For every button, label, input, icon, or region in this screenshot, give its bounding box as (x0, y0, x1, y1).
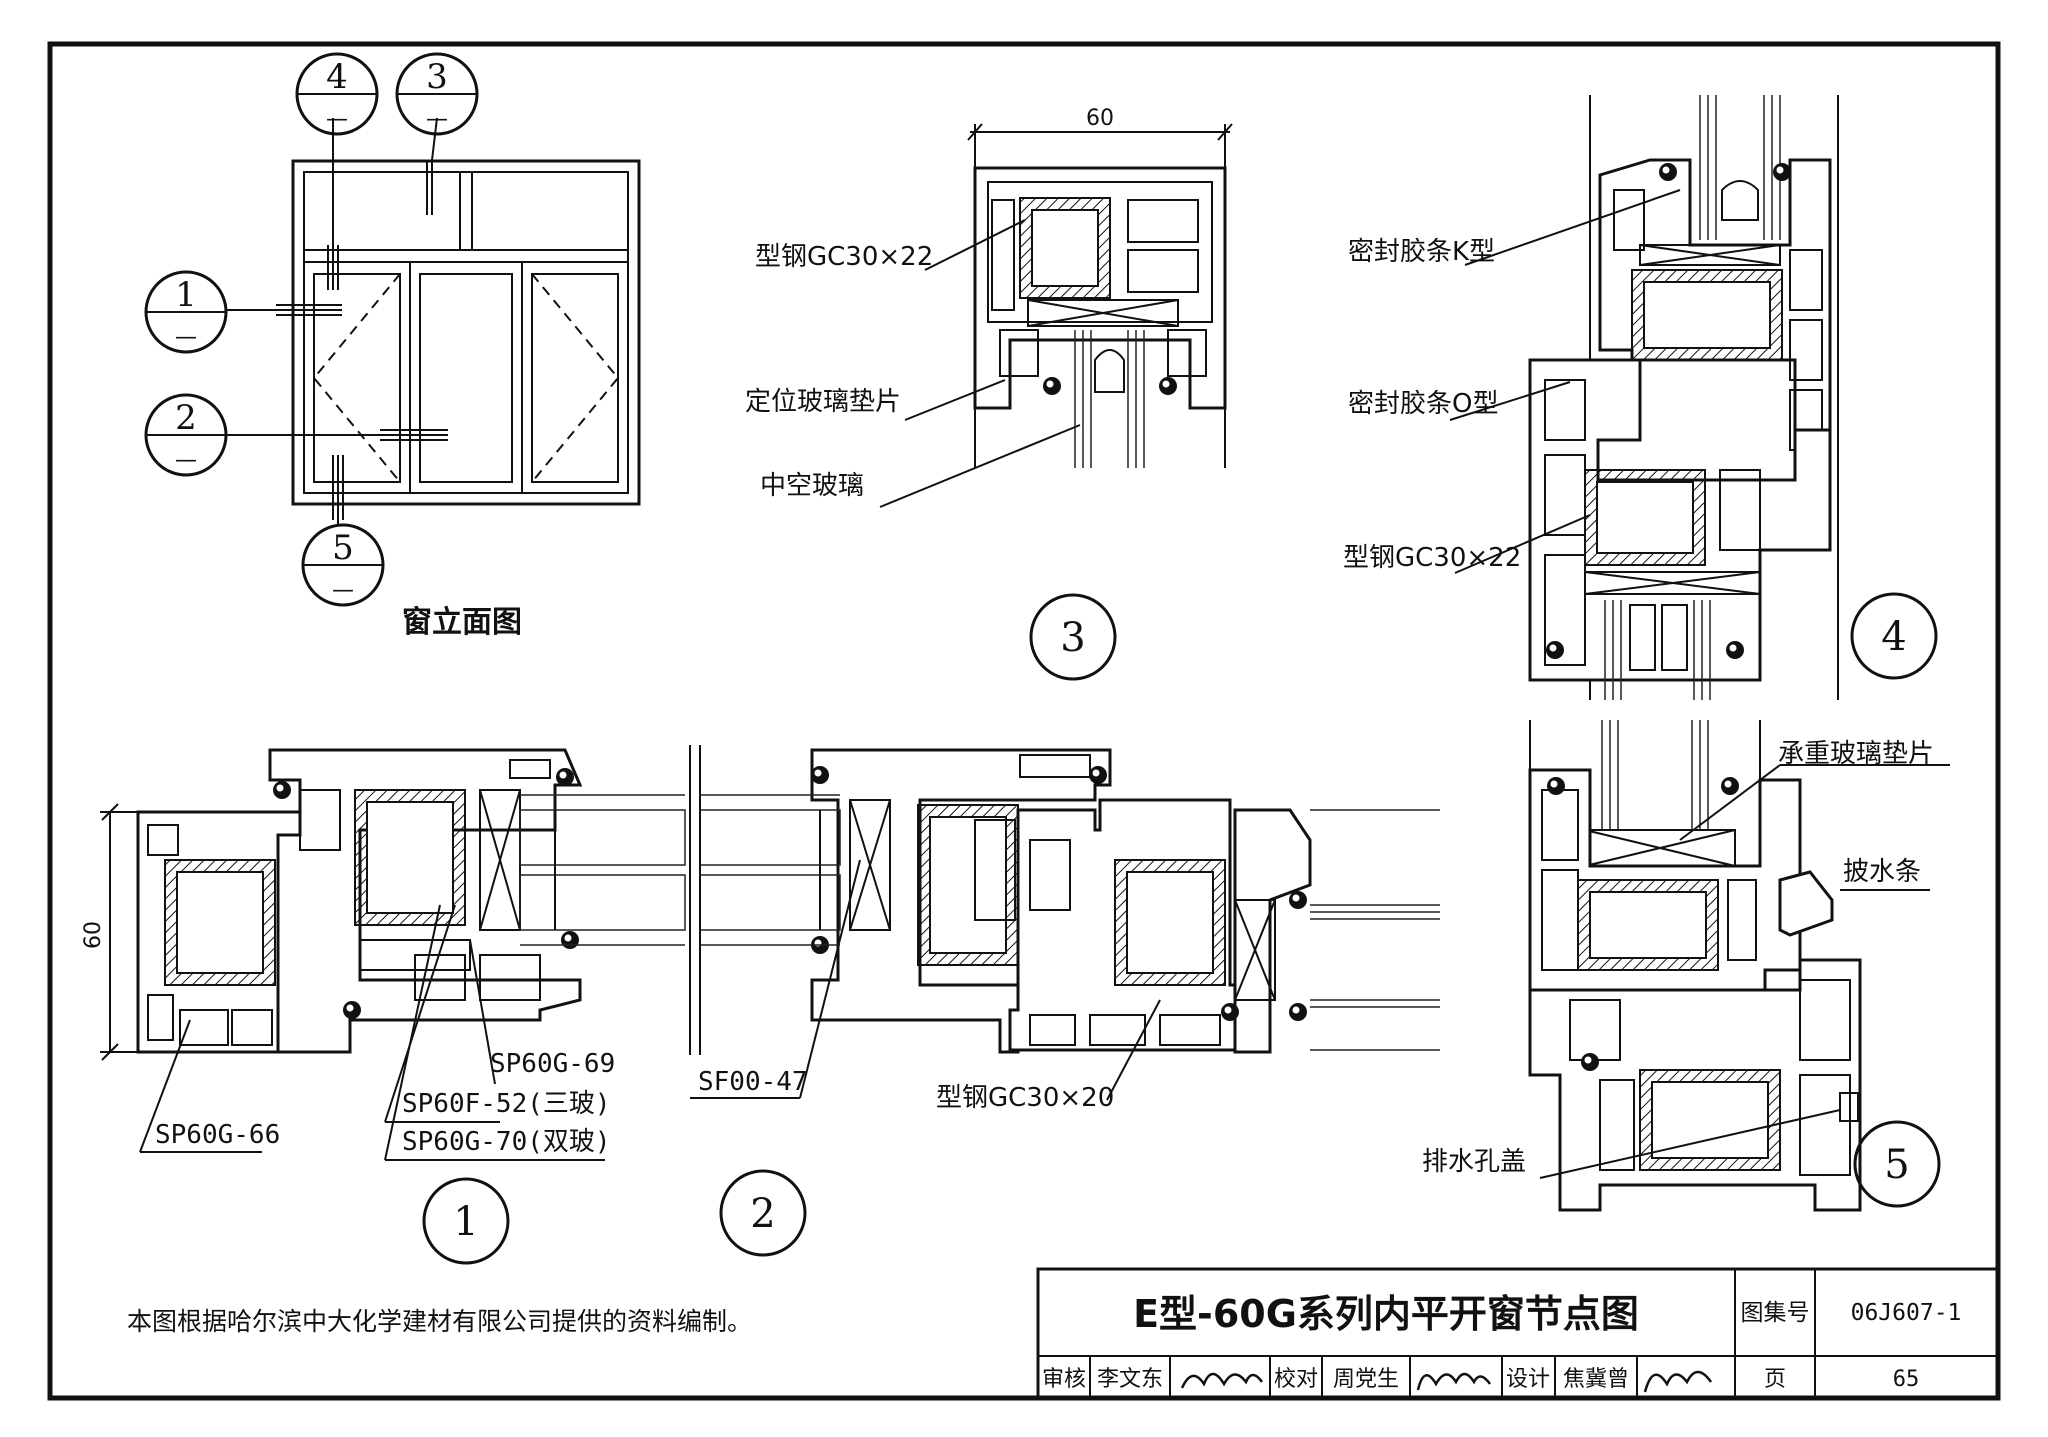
detail-1-2-section: 60 (81, 745, 1440, 1061)
source-note: 本图根据哈尔滨中大化学建材有限公司提供的资料编制。 (127, 1307, 752, 1336)
detail-4-section (1528, 95, 1839, 700)
detail-3-leaders (879, 219, 1081, 508)
callout-sub: — (426, 107, 448, 132)
label-sp60g-66: SP60G-66 (155, 1120, 280, 1150)
callout-4: 4 — (295, 52, 379, 136)
atlas-label: 图集号 (1741, 1300, 1810, 1326)
detail-number-text: 3 (1060, 615, 1085, 661)
label-insulating-glass: 中空玻璃 (760, 471, 864, 501)
detail-5-leaders (1539, 764, 1950, 1179)
detail-number-text: 4 (1881, 614, 1906, 660)
detail-number-text: 2 (750, 1191, 775, 1237)
dimension-60: 60 (1086, 106, 1114, 131)
detail-1-2-leaders (139, 859, 1161, 1161)
callout-number: 2 (175, 398, 197, 438)
label-sf00-47: SF00-47 (698, 1067, 808, 1097)
designer-name: 焦冀曾 (1563, 1367, 1629, 1392)
label-drain-cover: 排水孔盖 (1422, 1147, 1526, 1177)
callout-5: 5 — (301, 523, 385, 607)
label-steel-gc30x22-d3: 型钢GC30×22 (755, 242, 933, 272)
reviewer-signature (1180, 1372, 1264, 1389)
label-setting-block-load: 承重玻璃垫片 (1778, 739, 1934, 769)
checker-signature (1416, 1372, 1492, 1391)
detail-number-2: 2 (719, 1169, 807, 1257)
callout-sub: — (326, 107, 348, 132)
atlas-number: 06J607-1 (1851, 1300, 1962, 1326)
review-label: 审核 (1042, 1367, 1086, 1392)
label-sp60f-52: SP60F-52(三玻) (402, 1089, 611, 1119)
callout-sub: — (175, 325, 197, 350)
reviewer-name: 李文东 (1097, 1367, 1163, 1392)
sheet-border (47, 41, 2001, 1401)
label-drip-strip: 披水条 (1843, 857, 1921, 887)
checker-name: 周党生 (1333, 1367, 1399, 1392)
callout-number: 5 (332, 528, 354, 568)
detail-number-1: 1 (422, 1177, 510, 1265)
callout-number: 1 (175, 275, 197, 315)
label-sp60g-70: SP60G-70(双玻) (402, 1127, 611, 1157)
callout-sub: — (332, 578, 354, 603)
label-steel-gc30x22-d4: 型钢GC30×22 (1343, 543, 1521, 573)
label-seal-o: 密封胶条O型 (1348, 389, 1498, 419)
detail-number-4: 4 (1850, 592, 1938, 680)
title-block (1036, 1267, 2000, 1400)
label-glass-setting-block: 定位玻璃垫片 (745, 387, 901, 417)
callout-number: 4 (326, 57, 348, 97)
elevation-title: 窗立面图 (402, 605, 522, 640)
page-label: 页 (1764, 1367, 1786, 1392)
page-number: 65 (1893, 1367, 1920, 1392)
callout-1: 1 — (144, 270, 228, 354)
detail-5-section (1528, 720, 1862, 1212)
drawing-title: E型-60G系列内平开窗节点图 (1133, 1292, 1639, 1336)
designer-signature (1643, 1370, 1713, 1393)
detail-3-section: 60 (967, 106, 1233, 468)
design-label: 设计 (1506, 1367, 1550, 1392)
label-seal-k: 密封胶条K型 (1348, 237, 1495, 267)
detail-4-leaders (1449, 189, 1681, 574)
detail-number-text: 5 (1884, 1142, 1909, 1188)
detail-number-text: 1 (453, 1199, 478, 1245)
label-sp60g-69: SP60G-69 (490, 1049, 615, 1079)
detail-number-5: 5 (1853, 1120, 1941, 1208)
label-steel-gc30x20: 型钢GC30×20 (936, 1083, 1114, 1113)
callout-2: 2 — (144, 393, 228, 477)
dimension-60-vertical: 60 (81, 921, 106, 949)
check-label: 校对 (1274, 1367, 1318, 1392)
window-elevation (226, 117, 641, 525)
callout-number: 3 (426, 57, 448, 97)
callout-sub: — (175, 448, 197, 473)
detail-number-3: 3 (1029, 593, 1117, 681)
callout-3: 3 — (395, 52, 479, 136)
